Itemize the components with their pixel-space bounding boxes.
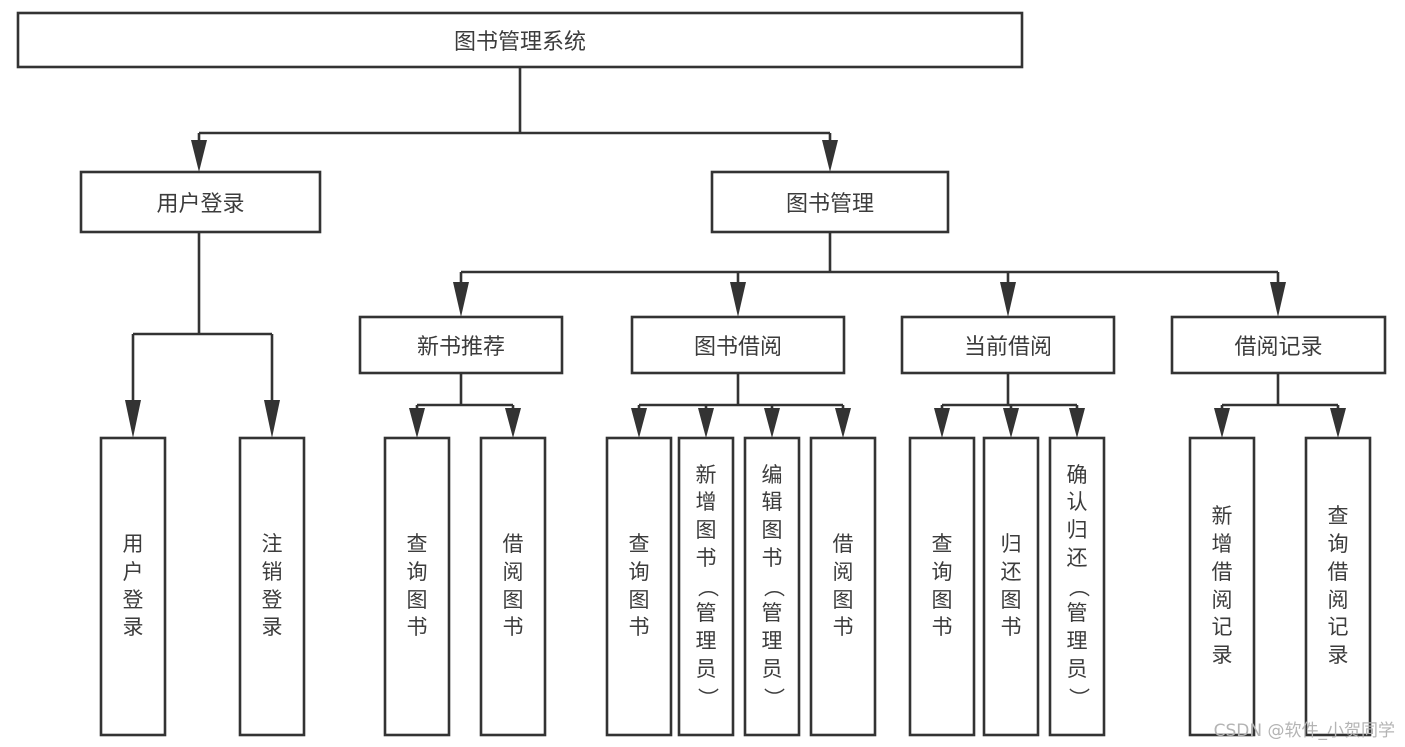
node-leaf-add-book[interactable] — [677, 436, 735, 737]
edges-layer — [125, 67, 1346, 438]
node-book-manage[interactable] — [710, 170, 950, 234]
node-leaf-confirm-return[interactable] — [1048, 436, 1106, 737]
node-current-borrow[interactable] — [900, 315, 1116, 375]
node-leaf-query-book-2[interactable] — [605, 436, 673, 737]
node-root[interactable] — [16, 11, 1024, 69]
arrow-bm-to-borrow-record — [1270, 282, 1286, 317]
node-leaf-query-book-3[interactable] — [908, 436, 976, 737]
node-leaf-borrow-book-2[interactable] — [809, 436, 877, 737]
node-leaf-add-record[interactable] — [1188, 436, 1256, 737]
arrow-bb-leaf-1 — [631, 408, 647, 438]
node-leaf-edit-book[interactable] — [743, 436, 801, 737]
nodes-layer — [16, 11, 1387, 737]
node-leaf-query-record[interactable] — [1304, 436, 1372, 737]
arrow-nbr-leaf-2 — [505, 408, 521, 438]
node-user-login[interactable] — [79, 170, 322, 234]
arrow-br-leaf-2 — [1330, 408, 1346, 438]
arrow-cb-leaf-1 — [934, 408, 950, 438]
arrow-br-leaf-1 — [1214, 408, 1230, 438]
arrow-root-to-user-login — [191, 140, 207, 172]
arrow-nbr-leaf-1 — [409, 408, 425, 438]
node-new-book-recommend[interactable] — [358, 315, 564, 375]
arrow-bb-leaf-4 — [835, 408, 851, 438]
arrow-bb-leaf-2 — [698, 408, 714, 438]
arrow-bm-to-current-borrow — [1000, 282, 1016, 317]
arrow-bm-to-new-book-recommend — [453, 282, 469, 317]
node-book-borrow[interactable] — [630, 315, 846, 375]
node-leaf-query-book-1[interactable] — [383, 436, 451, 737]
node-leaf-return-book[interactable] — [982, 436, 1040, 737]
arrow-root-to-book-manage — [822, 140, 838, 172]
node-leaf-logout[interactable] — [238, 436, 306, 737]
arrow-bm-to-book-borrow — [730, 282, 746, 317]
csdn-watermark: CSDN @软件_小贺同学 — [1213, 721, 1395, 741]
node-borrow-record[interactable] — [1170, 315, 1387, 375]
arrow-cb-leaf-2 — [1003, 408, 1019, 438]
arrow-bb-leaf-3 — [764, 408, 780, 438]
arrow-cb-leaf-3 — [1069, 408, 1085, 438]
arrow-user-login-leaf-1 — [125, 400, 141, 438]
arrow-user-login-leaf-2 — [264, 400, 280, 438]
node-leaf-user-login[interactable] — [99, 436, 167, 737]
node-leaf-borrow-book-1[interactable] — [479, 436, 547, 737]
